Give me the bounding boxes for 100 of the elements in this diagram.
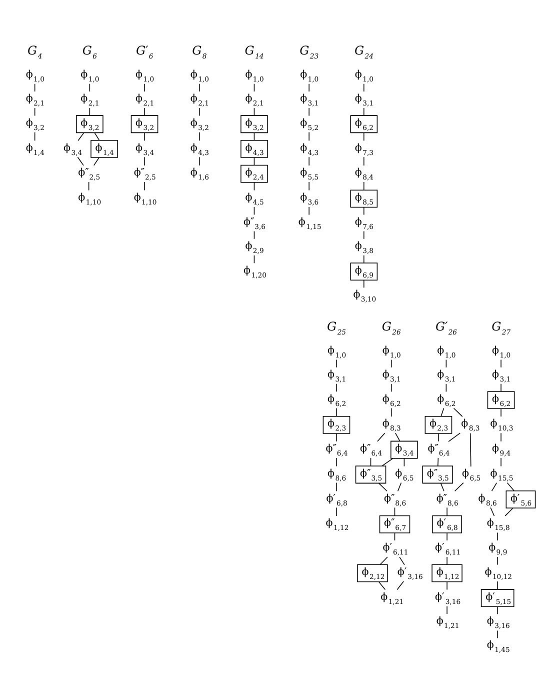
node-text: ϕ$_{6,2}$ <box>327 392 346 408</box>
connector <box>497 556 498 565</box>
label: G$_{24}$ <box>354 42 374 60</box>
connector <box>308 107 310 116</box>
node-text: ϕ$_{1,21}$ <box>380 590 404 606</box>
connector <box>500 358 502 368</box>
node-text: ϕ$_{1,10}$ <box>134 190 157 206</box>
connector <box>438 457 439 466</box>
connector <box>446 556 448 564</box>
node-text: ϕ$_{1,45}$ <box>486 638 510 654</box>
node-text: ϕ$_{3,4}$ <box>136 141 154 156</box>
connector <box>446 580 448 590</box>
node-text: ϕ$_{1,10}$ <box>78 190 102 206</box>
connector <box>336 358 337 368</box>
connector <box>448 432 461 442</box>
node-text: ϕ$_{15,5}$ <box>490 466 514 482</box>
node-box: ϕ″$_{6,7}$ <box>379 514 410 533</box>
connector <box>199 82 200 92</box>
connector <box>453 407 463 416</box>
node-text: ϕ$_{1,0}$ <box>382 344 401 359</box>
node-box: ϕ$_{2,3}$ <box>322 415 350 434</box>
node-box: ϕ′$_{5,6}$ <box>506 490 536 508</box>
connector <box>199 131 200 140</box>
label: G$_{14}$ <box>244 42 264 60</box>
connector <box>446 605 448 614</box>
label: G′$_{6}$ <box>136 42 154 60</box>
node-box: ϕ$_{1,4}$ <box>90 140 118 158</box>
node-box: ϕ$_{3,2}$ <box>130 114 158 133</box>
connector <box>336 506 337 516</box>
node-text: ϕ′$_{6,11}$ <box>435 541 461 556</box>
connector <box>378 482 388 491</box>
connector <box>382 458 394 466</box>
connector <box>500 383 502 392</box>
connector <box>497 580 498 590</box>
node-text: ϕ$_{3,1}$ <box>492 368 511 383</box>
node-box: ϕ$_{3,2}$ <box>240 114 268 133</box>
node-text: ϕ$_{1,0}$ <box>190 68 209 84</box>
connector <box>438 432 439 442</box>
connector <box>199 156 200 166</box>
node-text: ϕ$_{1,6}$ <box>190 166 209 182</box>
node-text: ϕ$_{8,3}$ <box>461 417 480 432</box>
node-text: ϕ$_{3,2}$ <box>26 116 44 132</box>
connector <box>506 482 514 491</box>
node-text: ϕ$_{2,1}$ <box>136 92 154 107</box>
node-box: ϕ′$_{6,8}$ <box>432 514 462 533</box>
node-text: ϕ$_{9,4}$ <box>492 442 511 458</box>
node-box: ϕ$_{2,4}$ <box>240 164 268 182</box>
label: G$_{23}$ <box>300 42 319 60</box>
node-text: ϕ$_{1,21}$ <box>436 614 460 630</box>
node-text: ϕ$_{15,8}$ <box>486 516 510 532</box>
node-text: ϕ$_{2,1}$ <box>26 92 44 107</box>
connector <box>500 408 502 416</box>
connector <box>500 457 502 466</box>
connector <box>440 482 444 491</box>
connector <box>94 132 100 140</box>
connector <box>77 156 84 166</box>
node-text: ϕ$_{3,16}$ <box>486 614 510 630</box>
connector <box>308 82 310 92</box>
node-text: ϕ$_{10,12}$ <box>484 565 512 580</box>
label: G′$_{26}$ <box>435 318 458 336</box>
node-box: ϕ$_{2,3}$ <box>424 415 452 434</box>
node-text: ϕ$_{6,2}$ <box>382 392 401 408</box>
node-text: ϕ$_{1,15}$ <box>298 215 322 230</box>
node-text: ϕ$_{8,6}$ <box>327 466 346 482</box>
node-text: ϕ$_{8,6}$ <box>478 492 497 507</box>
connector <box>377 432 386 442</box>
label: G$_{4}$ <box>28 42 42 60</box>
node-text: ϕ$_{1,20}$ <box>244 264 266 279</box>
label: G$_{25}$ <box>327 318 346 336</box>
node-text: ϕ$_{3,1}$ <box>300 92 319 107</box>
node-box: ϕ$_{6,2}$ <box>350 114 378 133</box>
node-text: ϕ$_{8,4}$ <box>354 166 374 182</box>
node-box: ϕ$_{8,5}$ <box>350 189 378 208</box>
connector <box>500 432 502 442</box>
node-text: ϕ$_{3,1}$ <box>354 92 374 107</box>
node-text: ϕ″$_{3,6}$ <box>244 215 266 230</box>
connector <box>446 506 448 516</box>
connector <box>440 407 444 416</box>
node-text: ϕ″$_{8,6}$ <box>436 492 458 507</box>
connector <box>93 156 100 166</box>
node-box: ϕ$_{1,12}$ <box>432 564 462 582</box>
connector <box>504 507 514 516</box>
connector <box>378 580 386 590</box>
node-text: ϕ″$_{8,6}$ <box>384 492 406 507</box>
label: G$_{26}$ <box>382 318 401 336</box>
connector <box>336 383 337 392</box>
node-text: ϕ$_{4,5}$ <box>245 190 264 206</box>
node-text: ϕ$_{4,3}$ <box>300 141 319 156</box>
connector <box>497 606 498 614</box>
node-text: ϕ$_{1,0}$ <box>354 68 374 84</box>
node-text: ϕ$_{1,4}$ <box>26 141 44 156</box>
connector <box>395 432 400 441</box>
node-text: ϕ$_{5,2}$ <box>300 116 319 132</box>
connector <box>336 457 337 466</box>
node-text: ϕ′$_{6,11}$ <box>382 541 408 556</box>
connector <box>199 107 200 116</box>
connector <box>144 156 145 166</box>
node-text: ϕ$_{6,5}$ <box>462 466 481 482</box>
node-text: ϕ$_{7,3}$ <box>354 141 374 156</box>
node-text: ϕ$_{1,0}$ <box>80 68 100 84</box>
